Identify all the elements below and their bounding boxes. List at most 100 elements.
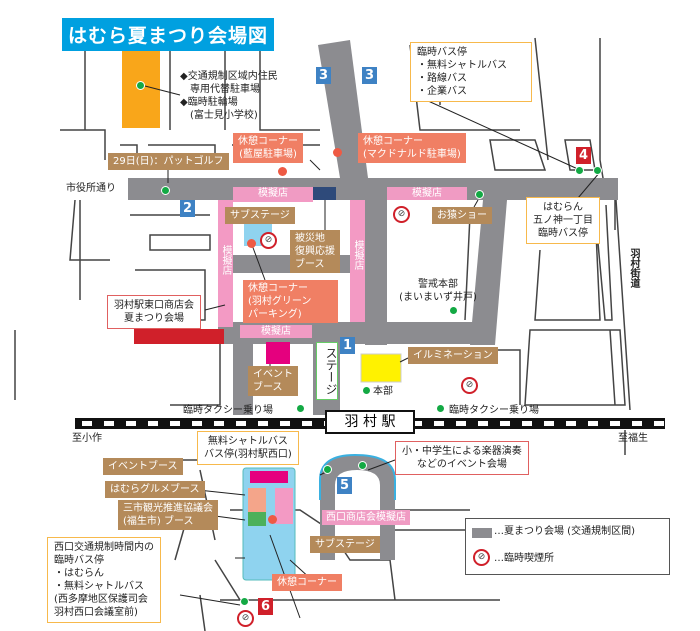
rest-mcd-marker	[333, 148, 342, 157]
hamura-station-label: 羽 村 駅	[325, 410, 415, 434]
monkey-show-label: お猿ショー	[432, 207, 492, 224]
city-hall-road-label: 市役所通り	[66, 182, 116, 195]
rail-segment	[522, 421, 532, 426]
parking-line: ◆臨時駐輪場	[180, 97, 238, 108]
label-line: イベント	[253, 369, 293, 380]
taxi-marker	[436, 404, 445, 413]
hamura-kaido-label: 羽村街道	[628, 248, 639, 288]
map-title: はむら夏まつり会場図	[62, 18, 275, 51]
area-number-6: 6	[258, 598, 273, 615]
label-line: 臨時バス停	[54, 555, 104, 566]
label-line: ブース	[253, 382, 283, 393]
rest-green-marker	[247, 239, 256, 248]
music-event-label: 小・中学生による楽器演奏 などのイベント会場	[395, 441, 529, 475]
rail-segment	[610, 421, 620, 426]
west-bus-marker	[240, 597, 249, 606]
stalls-label: 模擬店	[387, 187, 467, 200]
rail-segment	[214, 421, 224, 426]
police-hq-marker	[449, 306, 458, 315]
venue-swatch	[472, 528, 492, 538]
label-line: 臨時バス停	[417, 47, 467, 58]
label-line: はむらん	[543, 202, 583, 213]
bus-stop-north-label: 臨時バス停 ・無料シャトルバス ・路線バス ・企業バス	[410, 42, 532, 102]
label-line: などのイベント会場	[416, 459, 507, 470]
label-line: 休憩コーナー	[238, 136, 298, 147]
gourmet-booth-label: はむらグルメブース	[105, 481, 205, 498]
shuttle-west-label: 無料シャトルバス バス停(羽村駅西口)	[197, 431, 299, 465]
putt-golf-marker	[161, 186, 170, 195]
illumination-label: イルミネーション	[408, 347, 498, 364]
area-number-3b: 3	[362, 67, 377, 84]
label-line: 五ノ神一丁目	[533, 215, 593, 226]
label-line: ・無料シャトルバス	[54, 581, 144, 592]
rail-segment	[500, 421, 510, 426]
hq-marker	[362, 386, 371, 395]
event-booth-label: イベント ブース	[248, 366, 298, 396]
label-line: (マクドナルド駐車場)	[363, 149, 461, 160]
rail-segment	[258, 421, 268, 426]
parking-line: 専用代替駐車場	[180, 84, 260, 95]
bus-stop-marker	[575, 166, 584, 175]
rail-segment	[126, 421, 136, 426]
west-rest-corner-label: 休憩コーナー	[272, 574, 342, 591]
west-event-booth-label: イベントブース	[103, 458, 183, 475]
label-line: バス停(羽村駅西口)	[204, 449, 292, 460]
area-number-5: 5	[337, 477, 352, 494]
label-line: (羽村グリーン	[248, 296, 312, 307]
east-venue-strip	[134, 329, 224, 344]
rest-corner-green: 休憩コーナー (羽村グリーン パーキング)	[243, 280, 338, 323]
taxi-label-west: 臨時タクシー乗り場	[183, 405, 273, 416]
stalls-label: 模擬店	[233, 187, 313, 200]
label-line: ・路線バス	[417, 73, 467, 84]
label-line: 被災地	[295, 233, 325, 244]
label-line: (まいまいず井戸)	[399, 292, 477, 303]
parking-marker	[136, 81, 145, 90]
parking-label: ◆交通規制区域内住民 専用代替駐車場 ◆臨時駐輪場 (富士見小学校)	[180, 70, 278, 122]
label-line: 三市観光推進協議会	[123, 503, 213, 514]
label-line: (藍屋駐車場)	[239, 149, 297, 160]
hamuran-stop-label: はむらん 五ノ神一丁目 臨時バス停	[526, 197, 600, 244]
putt-golf-label: 29日(日)：パットゴルフ	[108, 153, 229, 170]
taxi-label-east: 臨時タクシー乗り場	[449, 405, 539, 416]
disaster-booth-label: 被災地 復興応援 ブース	[290, 230, 340, 273]
rail-segment	[632, 421, 642, 426]
monkey-show-marker	[475, 190, 484, 199]
sub-stage-label: サブステージ	[225, 207, 295, 224]
area-number-3: 3	[316, 67, 331, 84]
label-line: 休憩コーナー	[363, 136, 423, 147]
rest-corner-aiya: 休憩コーナー (藍屋駐車場)	[233, 133, 303, 163]
legend: …夏まつり会場 (交通規制区間) ⊘ …臨時喫煙所	[465, 518, 670, 575]
smoking-area-icon: ⊘	[473, 549, 490, 566]
west-stalls-label: 西口商店会模擬店	[322, 510, 410, 525]
rail-segment	[478, 421, 488, 426]
taxi-marker	[296, 404, 305, 413]
stalls-label: 模擬店	[219, 245, 232, 275]
rail-segment	[104, 421, 114, 426]
rail-segment	[148, 421, 158, 426]
legend-smoking: …臨時喫煙所	[494, 553, 554, 564]
label-line: (福生市) ブース	[123, 516, 194, 527]
label-line: 警戒本部	[418, 279, 458, 290]
rail-segment	[456, 421, 466, 426]
west-bus-stop-label: 西口交通規制時間内の 臨時バス停 ・はむらん ・無料シャトルバス (西多摩地区保…	[47, 537, 161, 623]
label-line: (西多摩地区保護司会	[54, 594, 148, 605]
rail-segment	[544, 421, 554, 426]
sanshi-booth-label: 三市観光推進協議会 (福生市) ブース	[118, 500, 218, 530]
label-line: 復興応援	[295, 246, 335, 257]
west-rest-marker	[268, 515, 277, 524]
rail-segment	[280, 421, 290, 426]
to-ozaku-label: 至小作	[72, 433, 102, 444]
area-number-1: 1	[340, 337, 355, 354]
rail-segment	[588, 421, 598, 426]
label-line: 小・中学生による楽器演奏	[402, 446, 522, 457]
legend-venue: …夏まつり会場 (交通規制区間)	[494, 526, 635, 537]
shuttle-marker	[323, 465, 332, 474]
rail-segment	[82, 421, 92, 426]
to-fussa-label: 至福生	[618, 433, 648, 444]
label-line: 羽村西口会議室前)	[54, 607, 138, 618]
music-event-marker	[358, 461, 367, 470]
rail-segment	[654, 421, 664, 426]
west-sub-stage-label: サブステージ	[310, 536, 380, 553]
area-number-2: 2	[180, 200, 195, 217]
label-line: 西口交通規制時間内の	[54, 542, 154, 553]
